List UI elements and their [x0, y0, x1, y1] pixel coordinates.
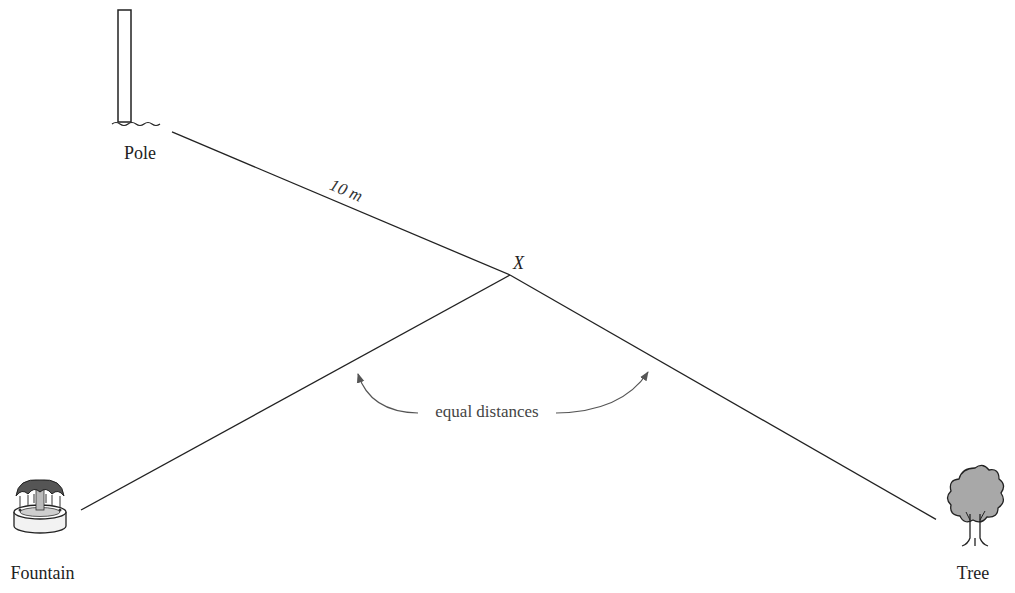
pointer-arrow: [358, 374, 418, 413]
point-label: X: [510, 253, 527, 275]
dimension-label: 10 m: [325, 174, 367, 207]
landmark: Fountain: [4, 470, 81, 586]
landmark: Tree: [936, 456, 1010, 586]
pole-figure: [112, 10, 160, 126]
fountain-figure: [14, 480, 66, 533]
distance-line: [81, 275, 510, 510]
pointer-arrow: [556, 372, 648, 413]
annotation: equal distances: [432, 402, 541, 422]
distance-line: [172, 132, 510, 275]
landmark: Pole: [108, 4, 172, 166]
landmark-label: Fountain: [8, 563, 76, 586]
landmark-label: Pole: [122, 143, 158, 166]
distance-line: [510, 275, 936, 519]
landmark-label: Tree: [955, 563, 991, 586]
tree-figure: [948, 465, 1004, 546]
point-marker: X: [510, 253, 527, 275]
